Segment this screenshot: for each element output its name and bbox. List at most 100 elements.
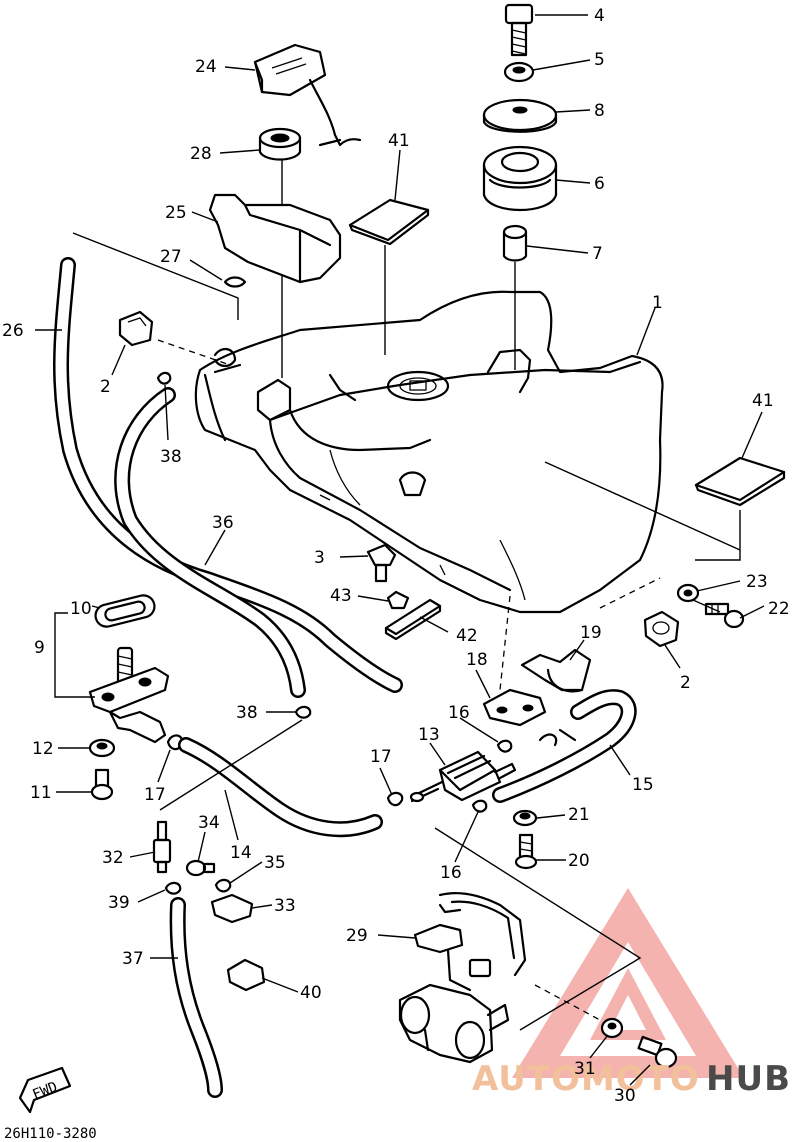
watermark-text-hub: HUB xyxy=(706,1059,791,1099)
pad-41-top xyxy=(348,198,430,246)
callout-1: 1 xyxy=(652,293,663,313)
clip-17-right xyxy=(386,791,404,807)
screw-34 xyxy=(185,859,216,877)
fuel-pump-29 xyxy=(398,891,527,1064)
pad-41-right xyxy=(694,456,786,507)
callout-38-top: 38 xyxy=(160,447,182,467)
strap-42 xyxy=(384,598,442,641)
callout-3: 3 xyxy=(314,548,325,568)
watermark-logo xyxy=(512,888,744,1078)
collar-7 xyxy=(502,224,528,262)
ref-line-tank-2 xyxy=(599,577,661,609)
callout-8: 8 xyxy=(594,101,605,121)
callout-38-mid: 38 xyxy=(236,703,258,723)
callout-labels: 4 5 8 6 7 1 24 28 41 25 27 26 2 38 36 3 … xyxy=(2,6,790,1106)
lead-22-23 xyxy=(692,599,721,613)
clip-38-top xyxy=(156,371,172,385)
clip-39 xyxy=(164,881,182,895)
tank-cap-24 xyxy=(253,43,362,147)
fuel-tank xyxy=(194,290,664,614)
callout-16-top: 16 xyxy=(448,703,470,723)
callout-24: 24 xyxy=(195,57,217,77)
callout-41-top: 41 xyxy=(388,131,410,151)
collar-23 xyxy=(676,583,700,603)
callout-22: 22 xyxy=(768,599,790,619)
clip-27 xyxy=(223,276,247,288)
hose-15-clip xyxy=(538,728,577,747)
bracket-ref-25-27 xyxy=(72,232,239,320)
ref-line-2-left xyxy=(157,339,231,366)
bolt-30 xyxy=(637,1035,678,1069)
callout-34: 34 xyxy=(198,813,220,833)
callout-26: 26 xyxy=(2,321,24,341)
callout-5: 5 xyxy=(594,50,605,70)
callout-21: 21 xyxy=(568,805,590,825)
watermark-text-autmoto: AUTOMOTO xyxy=(472,1059,700,1099)
washer-8 xyxy=(482,98,558,133)
gasket-10 xyxy=(94,594,156,628)
ref-line-38-mid xyxy=(159,719,303,811)
callout-23: 23 xyxy=(746,572,768,592)
callout-leaders xyxy=(35,14,765,1086)
bracket-18 xyxy=(482,688,547,727)
callout-2-right: 2 xyxy=(680,673,691,693)
bolt-4 xyxy=(504,3,534,57)
washer-12 xyxy=(88,738,116,758)
grommet-2-left xyxy=(118,310,154,347)
callout-16-bottom: 16 xyxy=(440,863,462,883)
callout-19: 19 xyxy=(580,623,602,643)
callout-30: 30 xyxy=(614,1086,636,1106)
callout-41-right: 41 xyxy=(752,391,774,411)
clip-43 xyxy=(386,590,410,610)
callout-32: 32 xyxy=(102,848,124,868)
grommet-6 xyxy=(482,145,558,211)
callout-35: 35 xyxy=(264,853,286,873)
washer-21 xyxy=(512,809,538,827)
callout-10: 10 xyxy=(70,599,92,619)
callout-33: 33 xyxy=(274,896,296,916)
callout-9: 9 xyxy=(34,638,45,658)
ref-line-tank-1 xyxy=(499,595,511,691)
callout-18: 18 xyxy=(466,650,488,670)
callout-36: 36 xyxy=(212,513,234,533)
collar-31 xyxy=(600,1017,624,1039)
fitting-3 xyxy=(366,543,397,583)
tank-mount-left xyxy=(213,347,237,368)
bracket-9 xyxy=(54,612,95,698)
clamp-40 xyxy=(226,958,266,992)
bolt-22 xyxy=(704,602,745,629)
callout-43: 43 xyxy=(330,586,352,606)
callout-7: 7 xyxy=(592,244,603,264)
callout-15: 15 xyxy=(632,775,654,795)
callout-40: 40 xyxy=(300,983,322,1003)
callout-12: 12 xyxy=(32,739,54,759)
clip-16-bottom xyxy=(471,799,488,813)
callout-31: 31 xyxy=(574,1059,596,1079)
callout-4: 4 xyxy=(594,6,605,26)
callout-25: 25 xyxy=(165,203,187,223)
ref-line-41-right xyxy=(544,461,741,551)
callout-29: 29 xyxy=(346,926,368,946)
callout-20: 20 xyxy=(568,851,590,871)
callout-11: 11 xyxy=(30,783,52,803)
callout-6: 6 xyxy=(594,174,605,194)
bolt-20 xyxy=(514,833,538,870)
bracket-25 xyxy=(208,193,342,284)
nut-5 xyxy=(503,61,535,83)
clip-38-mid xyxy=(294,705,312,719)
callout-17-right: 17 xyxy=(370,747,392,767)
seal-ring-28 xyxy=(258,127,302,161)
callout-42: 42 xyxy=(456,626,478,646)
callout-39: 39 xyxy=(108,893,130,913)
drawing-code: 26H110-3280 xyxy=(4,1126,97,1142)
bracket-19 xyxy=(520,648,592,693)
ref-line-31 xyxy=(534,984,601,1021)
callout-17-left: 17 xyxy=(144,785,166,805)
clip-16-top xyxy=(496,739,513,753)
fuel-filter-13 xyxy=(409,750,517,803)
screw-11 xyxy=(90,768,114,801)
clip-35 xyxy=(214,878,232,893)
fuel-cock-9 xyxy=(88,646,170,744)
fitting-32 xyxy=(152,820,172,874)
callout-13: 13 xyxy=(418,725,440,745)
